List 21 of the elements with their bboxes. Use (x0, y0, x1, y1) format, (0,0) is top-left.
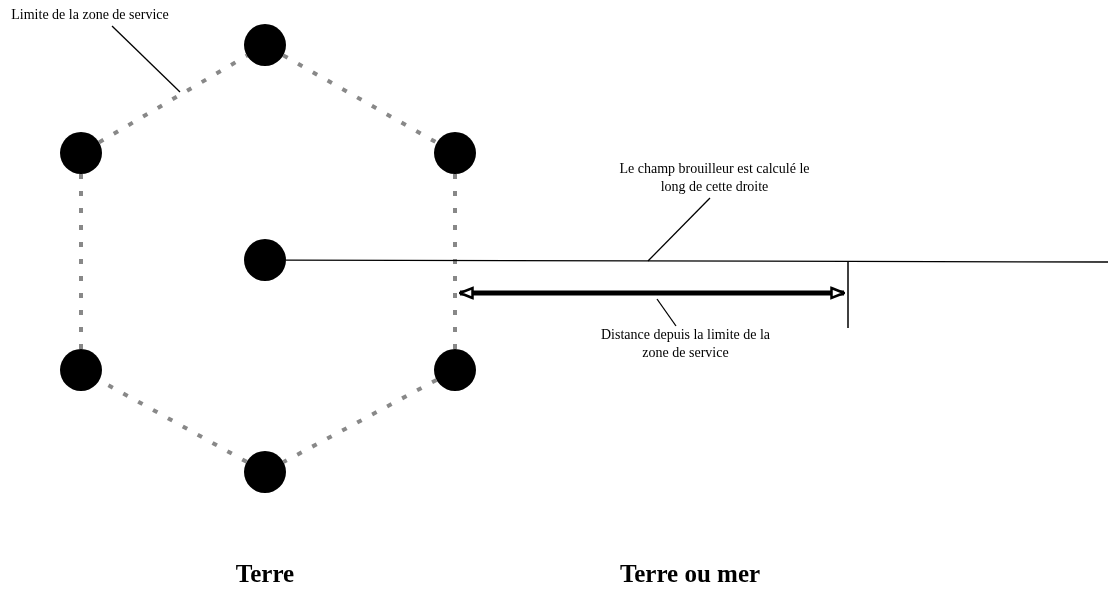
station-dot (434, 349, 476, 391)
region-label: Terre (235, 560, 295, 588)
station-dot (244, 239, 286, 281)
service-boundary-line (453, 174, 457, 349)
leader-line (111, 25, 181, 93)
region-label: Terre ou mer (619, 560, 761, 588)
station-dot (244, 24, 286, 66)
callout-text: Le champ brouilleur est calculé le long de cette droite (612, 160, 817, 198)
callout-text: Distance depuis la limite de la zone de service (588, 326, 783, 366)
station-dot (434, 132, 476, 174)
station-dot (60, 349, 102, 391)
leader-line (647, 197, 711, 262)
station-dot (244, 451, 286, 493)
service-boundary-line (282, 53, 438, 145)
leader-line (656, 298, 677, 327)
service-boundary-line (79, 174, 83, 349)
line (285, 259, 1108, 263)
service-boundary-line (282, 378, 438, 464)
station-dot (60, 132, 102, 174)
service-boundary-line (98, 53, 248, 145)
callout-text: Limite de la zone de service (4, 6, 176, 26)
